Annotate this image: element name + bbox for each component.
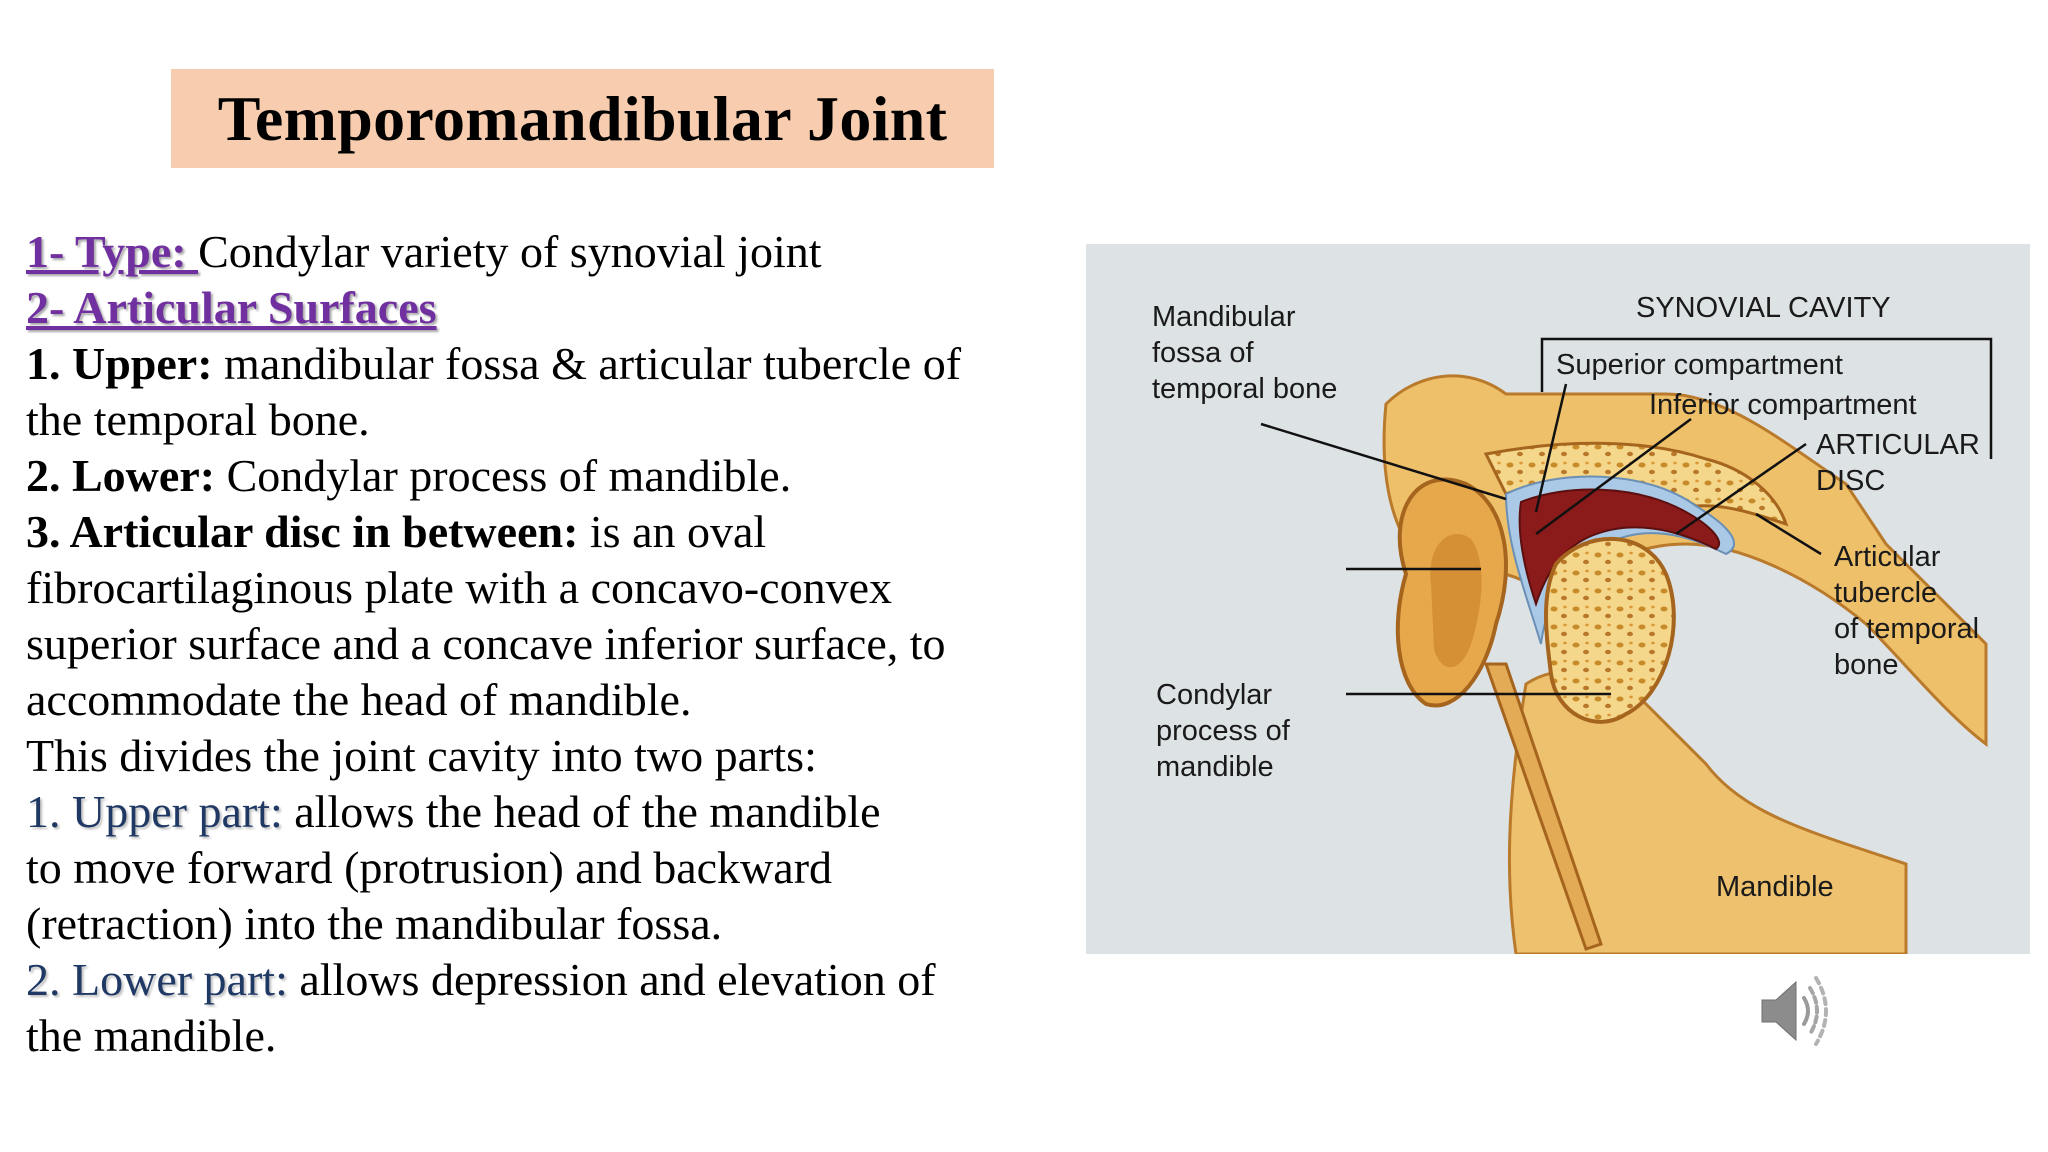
- synovial-cavity-label: SYNOVIAL CAVITY: [1636, 292, 1891, 324]
- upper-part-line-2: to move forward (protrusion) and backwar…: [26, 842, 833, 893]
- styloid-process-shape: [1483, 662, 1603, 951]
- articular-tubercle-label-2: tubercle: [1834, 577, 1937, 609]
- condylar-process-label-3: mandible: [1156, 751, 1274, 783]
- lower-part-label: 2. Lower part:: [26, 954, 288, 1005]
- upper-surface-line-2: the temporal bone.: [26, 394, 370, 445]
- disc-line-2: fibrocartilaginous plate with a concavo-…: [26, 562, 893, 613]
- upper-part-line-3: (retraction) into the mandibular fossa.: [26, 898, 723, 949]
- mandible-shape: [1507, 669, 1908, 954]
- articular-disc-shape: [1518, 488, 1721, 608]
- disc-label: 3. Articular disc in between:: [26, 506, 579, 557]
- condylar-process-label-2: process of: [1156, 715, 1291, 747]
- articular-disc-label-2: DISC: [1816, 465, 1885, 497]
- title-box: Temporomandibular Joint: [171, 69, 994, 168]
- upper-surface-line: 1. Upper: mandibular fossa & articular t…: [26, 336, 1086, 392]
- lower-surface-line: 2. Lower: Condylar process of mandible.: [26, 448, 1086, 504]
- disc-line: 3. Articular disc in between: is an oval: [26, 504, 1086, 560]
- leader-lines: [1260, 337, 1993, 696]
- upper-label: 1. Upper:: [26, 338, 213, 389]
- speaker-icon-graphic: [1761, 976, 1828, 1046]
- mandibular-fossa-label-1: Mandibular: [1152, 301, 1296, 333]
- tmj-anatomy-figure: Mandibular fossa of temporal bone SYNOVI…: [1086, 244, 2030, 954]
- body-text: 1- Type: Condylar variety of synovial jo…: [26, 224, 1086, 1064]
- figure-labels: Mandibular fossa of temporal bone SYNOVI…: [1152, 292, 1980, 903]
- condylar-head-shape: [1544, 536, 1676, 724]
- lower-text: Condylar process of mandible.: [215, 450, 792, 501]
- upper-text: mandibular fossa & articular tubercle of: [212, 338, 962, 389]
- lower-label: 2. Lower:: [26, 450, 216, 501]
- articular-surfaces-link[interactable]: 2- Articular Surfaces: [26, 282, 437, 333]
- upper-part-text: allows the head of the mandible: [282, 786, 881, 837]
- disc-line-3: superior surface and a concave inferior …: [26, 618, 946, 669]
- mandibular-fossa-label-2: fossa of: [1152, 337, 1254, 369]
- articular-tubercle-label-3: of temporal: [1834, 613, 1979, 645]
- disc-text: is an oval: [578, 506, 767, 557]
- disc-line-4: accommodate the head of mandible.: [26, 674, 692, 725]
- divides-line: This divides the joint cavity into two p…: [26, 730, 817, 781]
- upper-part-line: 1. Upper part: allows the head of the ma…: [26, 784, 1086, 840]
- superior-compartment-label: Superior compartment: [1556, 349, 1843, 381]
- surfaces-line: 2- Articular Surfaces: [26, 280, 1086, 336]
- lower-part-line-2: the mandible.: [26, 1010, 277, 1061]
- upper-part-label: 1. Upper part:: [26, 786, 283, 837]
- page-title: Temporomandibular Joint: [217, 82, 948, 154]
- mandibular-fossa-label-3: temporal bone: [1152, 373, 1337, 405]
- articular-disc-label-1: ARTICULAR: [1816, 429, 1980, 461]
- type-link[interactable]: 1- Type:: [26, 226, 199, 277]
- speaker-icon[interactable]: [1758, 970, 1832, 1052]
- articular-tubercle-label-4: bone: [1834, 649, 1899, 681]
- lower-part-line: 2. Lower part: allows depression and ele…: [26, 952, 1086, 1008]
- articular-tubercle-label-1: Articular: [1834, 541, 1941, 573]
- inferior-compartment-label: Inferior compartment: [1649, 389, 1917, 421]
- condylar-process-label-1: Condylar: [1156, 679, 1272, 711]
- tmj-anatomy-illustration: Mandibular fossa of temporal bone SYNOVI…: [1152, 292, 1993, 954]
- lower-part-text: allows depression and elevation of: [287, 954, 936, 1005]
- type-text: Condylar variety of synovial joint: [198, 226, 822, 277]
- mandible-label: Mandible: [1716, 871, 1834, 903]
- type-line: 1- Type: Condylar variety of synovial jo…: [26, 224, 1086, 280]
